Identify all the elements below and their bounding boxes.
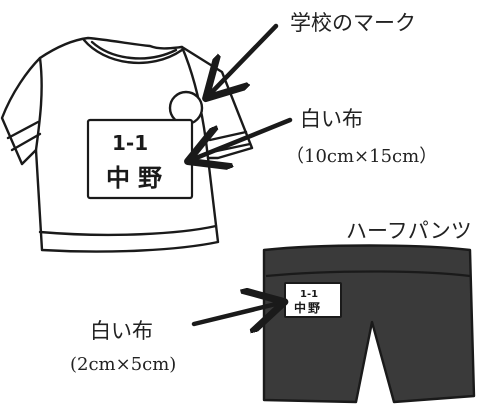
half-pants-waistband	[265, 270, 471, 278]
half-pants	[262, 244, 476, 404]
half-pants-label: ハーフパンツ	[346, 219, 472, 243]
pants-tag-class: 1-1	[300, 289, 318, 300]
t-shirt-hem	[38, 224, 218, 237]
half-pants-body	[262, 244, 476, 404]
pants-cloth-arrow	[191, 304, 276, 324]
school-mark-arrow	[212, 23, 279, 92]
pants-cloth-label: 白い布	[90, 319, 153, 343]
t-shirt-collar	[82, 38, 184, 64]
shirt-tag-class: 1-1	[112, 131, 148, 155]
t-shirt-collar-inner	[90, 40, 178, 60]
left-sleeve-hem-2	[10, 132, 42, 152]
pants-name-tag: 1-1 中野	[284, 282, 342, 318]
shirt-cloth-arrow	[196, 117, 293, 158]
shirt-tag-name: 中野	[106, 164, 170, 192]
pants-cloth-size-label: (2cm×5cm)	[70, 354, 176, 375]
shirt-name-tag: 1-1 中野	[86, 118, 194, 200]
left-sleeve-hem	[6, 120, 40, 140]
shirt-cloth-label: 白い布	[300, 107, 363, 131]
left-armhole-seam	[34, 56, 43, 152]
shirt-cloth-size-label: （10cm×15cm）	[286, 146, 437, 167]
pants-tag-name: 中野	[294, 300, 322, 315]
school-mark-label: 学校のマーク	[290, 11, 416, 35]
